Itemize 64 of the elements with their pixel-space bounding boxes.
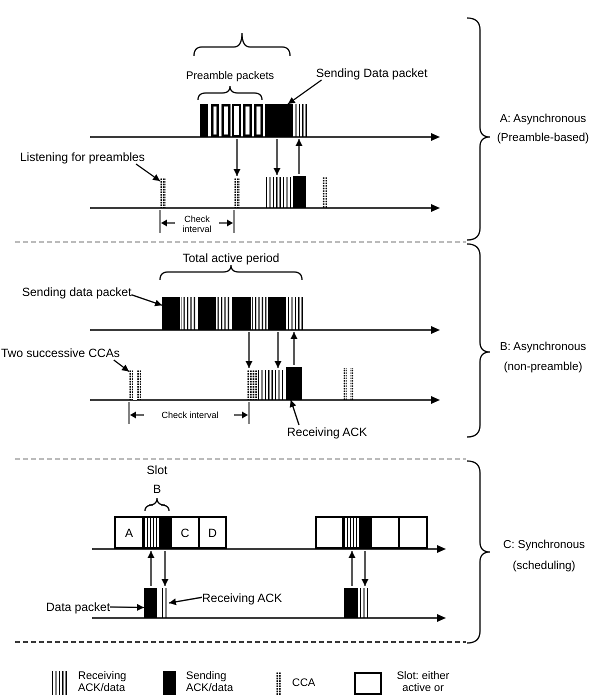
bracket-label: Preamble packets [186, 70, 274, 83]
dotted-cca-bar [247, 370, 257, 400]
slot-box [398, 516, 428, 549]
striped-packet-bar [288, 297, 303, 330]
slot-box [342, 516, 372, 549]
arrow [290, 332, 298, 365]
arrow [274, 139, 280, 175]
callout-text: Sending data packet [22, 285, 132, 299]
section-label: A: Asynchronous (Preamble-based) [496, 112, 590, 146]
solid-packet-bar [293, 176, 306, 208]
legend-text: CCA [292, 677, 316, 689]
leader-arrow [113, 359, 130, 372]
striped-packet-bar [360, 588, 370, 618]
solid-packet-bar [344, 588, 358, 618]
leader-arrow [290, 400, 300, 426]
leader-arrow [136, 163, 160, 182]
slot-box [315, 516, 344, 549]
arrow [234, 139, 240, 176]
legend-text: Receiving ACK/data [78, 670, 128, 694]
leader-arrow [110, 604, 144, 611]
arrow [274, 332, 282, 368]
arrow [348, 551, 356, 586]
legend-text: Slot: either active or [396, 670, 450, 694]
solid-packet-bar [232, 297, 251, 330]
arrow [246, 332, 252, 368]
leader-arrow [168, 596, 202, 606]
slot-box [142, 516, 172, 549]
legend-text: Sending ACK/data [186, 670, 234, 694]
callout-text: Sending Data packet [316, 66, 428, 80]
dimension-label: Check interval [161, 410, 219, 421]
dimension-label: Check interval [181, 214, 212, 234]
striped-packet-bar [258, 370, 285, 400]
striped-packet-bar [266, 177, 292, 208]
callout-text: Receiving ACK [287, 425, 368, 439]
slot-box [370, 516, 400, 549]
bracket-label: Total active period [182, 251, 280, 265]
solid-packet-bar [144, 588, 157, 618]
solid-packet-bar [268, 297, 286, 330]
solid-packet-bar [162, 297, 180, 330]
bracket-label: Slot [146, 463, 168, 477]
arrow [148, 551, 154, 586]
dotted-cca-bar [129, 370, 141, 400]
dotted-cca-bar [160, 178, 166, 208]
arrow [296, 139, 302, 174]
dotted-cca-bar [234, 178, 240, 208]
section-label: C: Synchronous (scheduling) [502, 538, 586, 574]
solid-packet-bar [265, 104, 292, 137]
callout-text: Receiving ACK [202, 591, 282, 605]
arrow [162, 551, 168, 586]
leader-arrow [288, 79, 322, 105]
striped-packet-bar [292, 104, 308, 137]
slot-box: D [198, 516, 227, 549]
solid-packet-bar [286, 367, 302, 400]
arrow [362, 551, 368, 586]
slot-box: C [170, 516, 200, 549]
leader-arrow [131, 294, 162, 306]
slot-label: B [153, 482, 161, 496]
callout-text: Listening for preambles [20, 150, 145, 164]
callout-text: Two successive CCAs [1, 346, 120, 360]
callout-text: Data packet [46, 600, 110, 614]
outlined-packet-bar [232, 104, 241, 137]
slot-box: A [114, 516, 144, 549]
section-label: B: Asynchronous (non-preamble) [498, 340, 588, 375]
striped-packet-bar [162, 588, 169, 618]
